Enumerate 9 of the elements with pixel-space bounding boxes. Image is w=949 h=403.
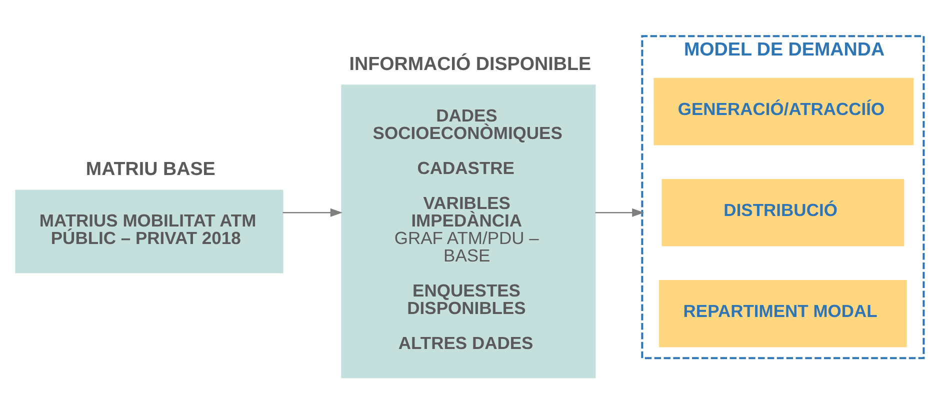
- node-box: REPARTIMENT MODAL: [659, 280, 907, 348]
- node-box: MATRIUS MOBILITAT ATM PÚBLIC – PRIVAT 2018: [15, 190, 284, 274]
- arrow: [595, 208, 644, 217]
- node-box: GENERACIÓ/ATRACCIÍO: [654, 78, 914, 146]
- arrow: [282, 208, 342, 217]
- node-label: INFORMACIÓ DISPONIBLE: [349, 53, 592, 74]
- node-box: DADES SOCIOECONÒMIQUES CADASTRE VARIBLES IMPEDÀNCIA GRAF ATM/PDU – BASE ENQUESTES DISPONIBLES ALTRES DADES: [341, 84, 596, 378]
- node-label: MATRIU BASE: [86, 158, 216, 180]
- node-box: DISTRIBUCIÓ: [662, 178, 904, 246]
